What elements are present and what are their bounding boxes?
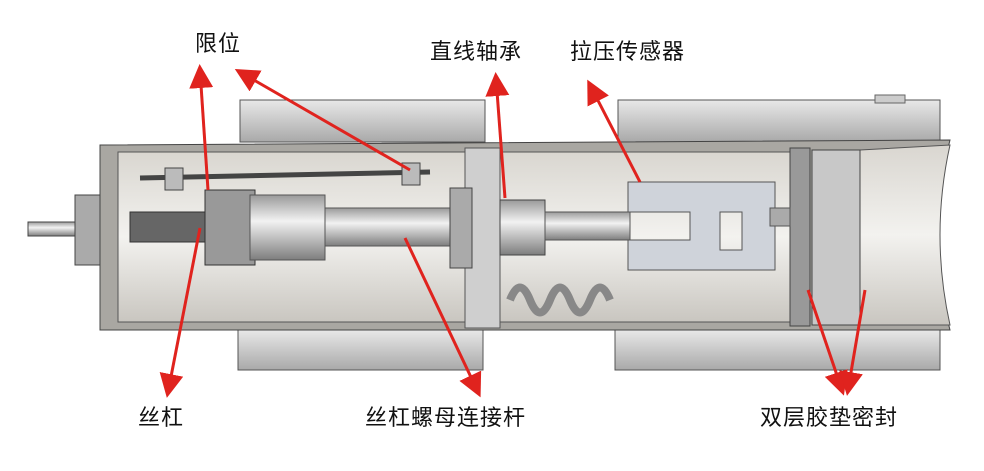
top-mounting-plate-left xyxy=(239,99,486,143)
arrow-nut-rod xyxy=(403,237,482,398)
arrow-load-sensor xyxy=(587,79,642,183)
shaft xyxy=(544,211,631,241)
arrow-limit-left xyxy=(189,64,214,191)
limit-rod xyxy=(139,169,431,181)
label-linear-bearing: 直线轴承 xyxy=(430,40,523,65)
callout-arrows xyxy=(159,64,867,398)
label-lead-screw: 丝杠 xyxy=(138,406,185,431)
limit-switch xyxy=(164,167,184,191)
arrow-linear-bearing xyxy=(485,72,510,199)
bottom-mounting-plate-right xyxy=(614,329,941,371)
arrow-seal-left xyxy=(806,289,848,396)
label-nut-connecting-rod: 丝杠螺母连接杆 xyxy=(365,406,527,431)
label-limit: 限位 xyxy=(195,32,242,57)
arrow-limit-right xyxy=(234,69,411,172)
label-double-rubber-seal: 双层胶垫密封 xyxy=(760,406,899,431)
double-rubber-seal-part xyxy=(789,147,861,327)
lead-screw-part xyxy=(27,187,473,269)
spring xyxy=(506,283,614,317)
linear-bearing-part xyxy=(499,199,546,256)
top-mounting-plate-right xyxy=(617,94,941,143)
arrow-seal-right xyxy=(839,289,867,396)
label-load-sensor: 拉压传感器 xyxy=(570,40,686,65)
bottom-mounting-plate-left xyxy=(237,329,484,371)
arrow-lead-screw xyxy=(159,227,202,398)
